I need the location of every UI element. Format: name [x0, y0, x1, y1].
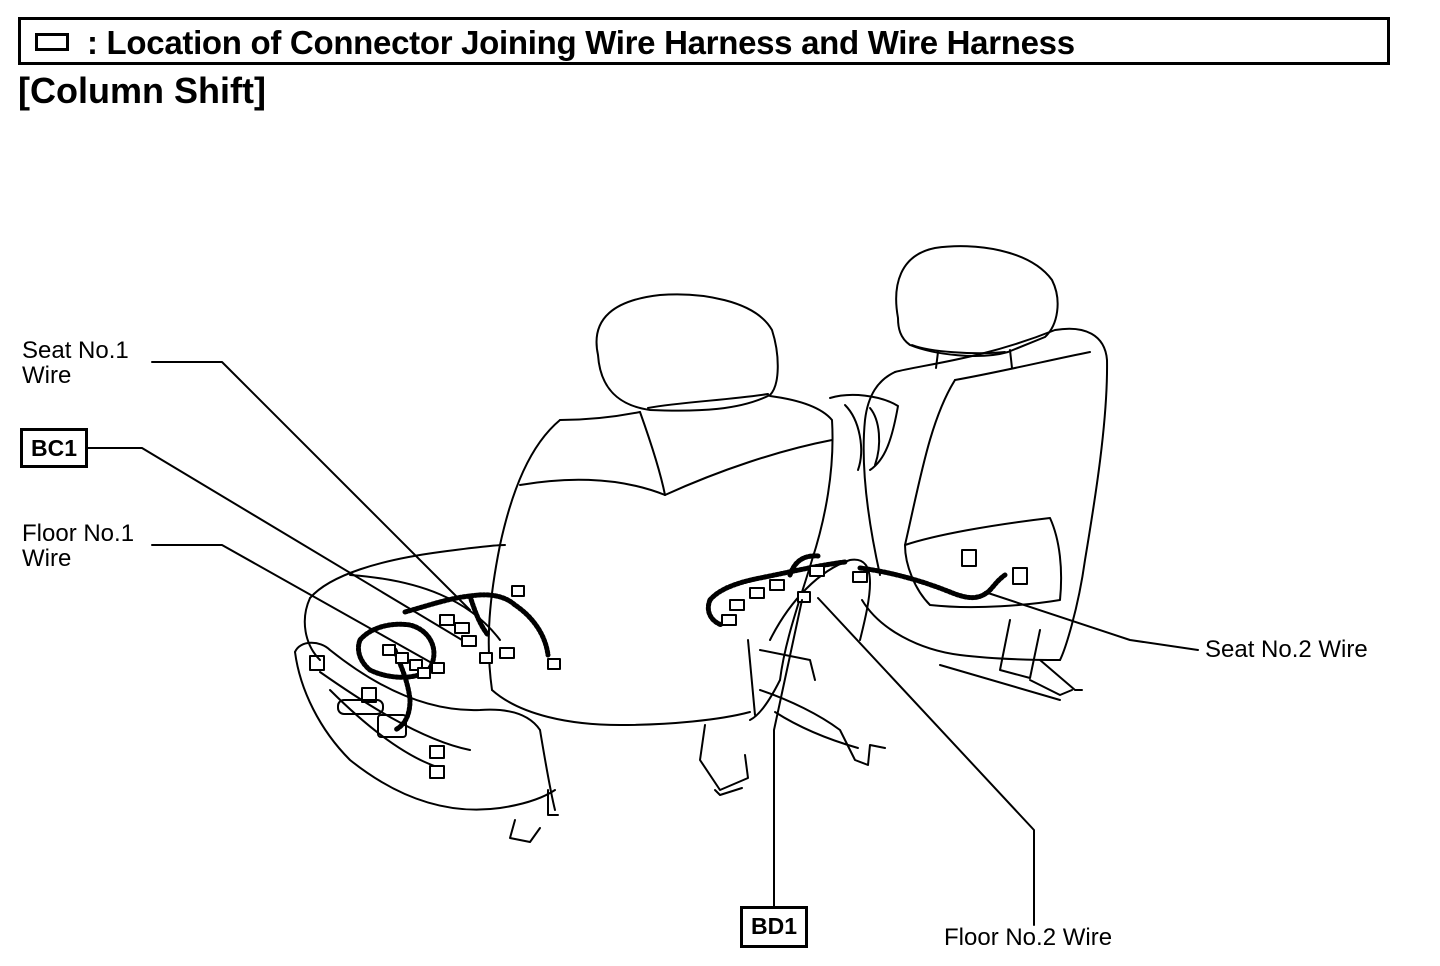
label-seat-no1-wire: Seat No.1 Wire	[22, 337, 129, 389]
leader-floor-no2	[817, 597, 1035, 926]
connector-code-bd1: BD1	[740, 906, 808, 948]
header-legend-box: : Location of Connector Joining Wire Har…	[18, 17, 1390, 65]
left-seat-drawing	[294, 293, 886, 843]
diagram-subtitle: [Column Shift]	[18, 70, 266, 111]
wire-harness-drawing	[355, 553, 1008, 733]
leader-seat-no1	[151, 361, 471, 611]
leader-lines	[87, 361, 1199, 926]
right-seat-drawing	[829, 245, 1109, 701]
leader-floor-no1	[151, 544, 431, 663]
connector-box-icon	[35, 33, 69, 51]
label-floor-no2-wire: Floor No.2 Wire	[944, 924, 1113, 951]
leader-bd1	[773, 599, 803, 907]
label-floor-no1-wire: Floor No.1 Wire	[22, 520, 135, 572]
leader-bc1	[87, 447, 463, 641]
small-connectors-drawing	[382, 549, 1028, 779]
label-seat-no2-wire: Seat No.2 Wire	[1205, 636, 1368, 663]
leader-seat-no2	[984, 591, 1199, 651]
connector-code-bc1: BC1	[20, 428, 88, 468]
header-title: : Location of Connector Joining Wire Har…	[87, 24, 1075, 61]
